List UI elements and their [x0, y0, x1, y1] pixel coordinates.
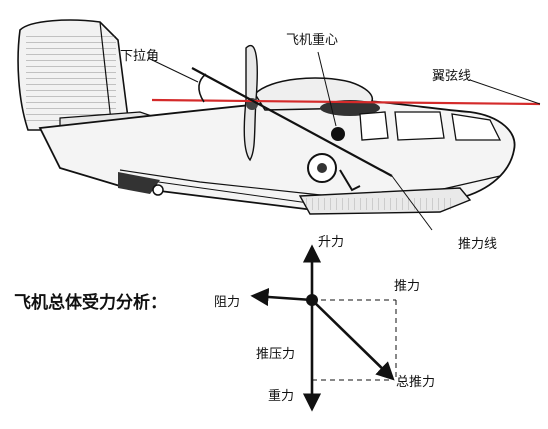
- force-analysis-title: 飞机总体受力分析：: [14, 292, 167, 313]
- aircraft-illustration: [17, 19, 516, 215]
- label-downward-angle: 下拉角: [120, 49, 159, 64]
- label-thrust-line: 推力线: [458, 237, 497, 252]
- force-origin-dot: [306, 294, 318, 306]
- force-vectors: [250, 244, 397, 412]
- cabin-window-2: [394, 111, 445, 141]
- thrust-line: [191, 67, 393, 177]
- cabin-window-1: [359, 111, 389, 141]
- drag-vector: [250, 287, 313, 307]
- label-total-thrust: 总推力: [396, 375, 435, 390]
- label-drag: 阻力: [214, 295, 240, 310]
- fuselage: [38, 98, 516, 213]
- label-thrust: 推力: [394, 279, 420, 294]
- wing-root: [320, 100, 380, 116]
- downward-angle-arc: [198, 73, 207, 103]
- label-lift: 升力: [318, 235, 344, 250]
- total-thrust-vector: [311, 299, 395, 381]
- tail-fin-ribs: [26, 32, 116, 124]
- center-of-gravity-dot: [331, 127, 345, 141]
- cabin-window-3: [451, 113, 502, 141]
- label-downward-thrust: 推压力: [256, 347, 295, 362]
- chord-line: [151, 98, 541, 106]
- label-chord-line: 翼弦线: [432, 68, 471, 84]
- label-center-of-gravity: 飞机重心: [286, 32, 338, 48]
- label-weight: 重力: [268, 388, 294, 404]
